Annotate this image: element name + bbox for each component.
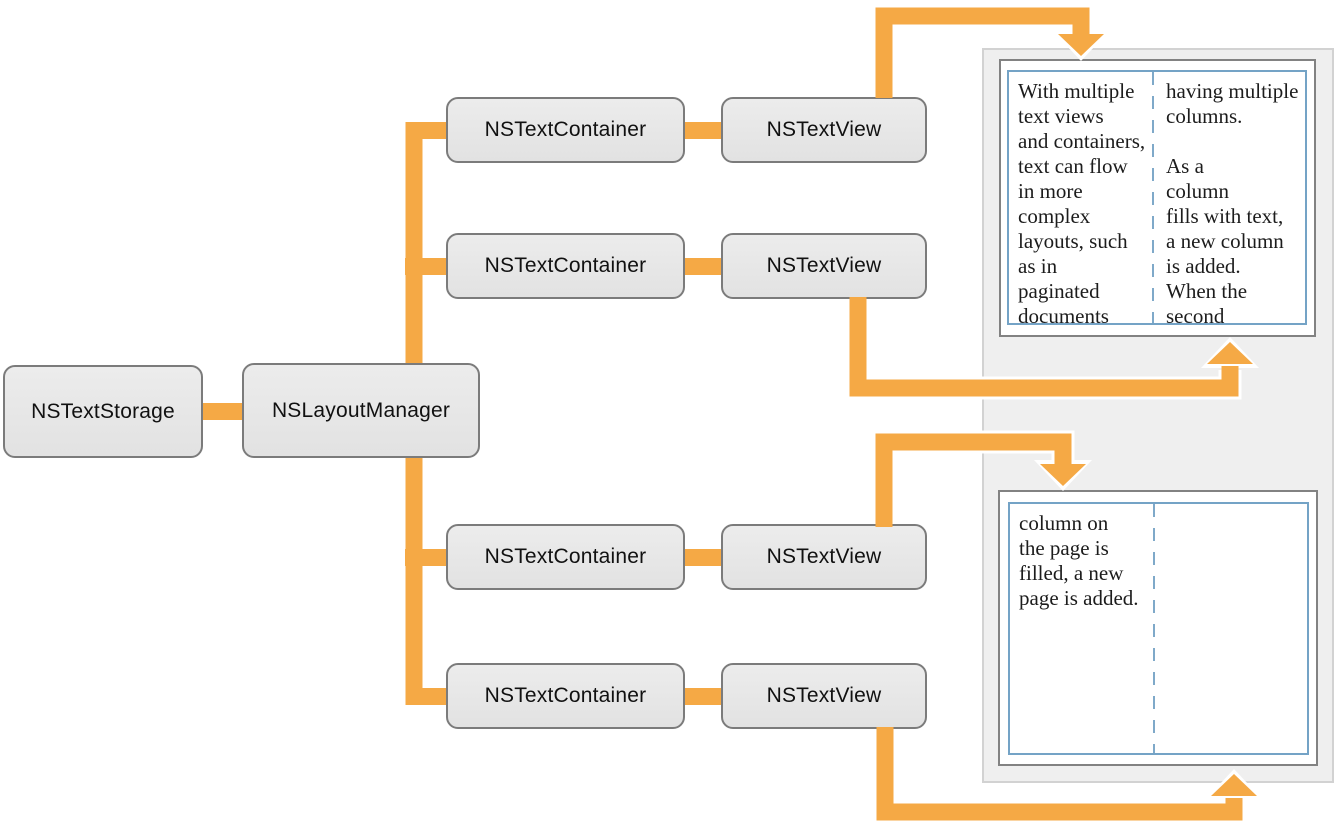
arrow-view1-to-page1-top [872, 4, 1110, 98]
node-nstextcontainer-1: NSTextContainer [446, 97, 685, 163]
node-label: NSTextView [766, 684, 882, 707]
page-1-text-area: With multiple text views and containers,… [1007, 70, 1307, 325]
page-2: column on the page is filled, a new page… [998, 490, 1318, 766]
node-label: NSLayoutManager [271, 398, 451, 422]
node-nstextcontainer-2: NSTextContainer [446, 233, 685, 299]
node-nstextview-4: NSTextView [721, 663, 927, 729]
arrow-view3-to-page2-top [872, 430, 1092, 527]
arrowhead-up-icon [1211, 774, 1257, 796]
node-label: NSTextContainer [484, 684, 647, 707]
node-label: NSTextContainer [484, 254, 647, 277]
page-2-left-column: column on the page is filled, a new page… [1019, 511, 1139, 610]
arrowhead-down-icon [1040, 464, 1086, 486]
page-1-right-column: having multiple columns. As a column fil… [1166, 79, 1299, 323]
page-1: With multiple text views and containers,… [999, 59, 1316, 337]
arrow-view2-to-page1-bottom [846, 297, 1259, 400]
node-label: NSTextView [766, 118, 882, 141]
node-nstextstorage: NSTextStorage [3, 365, 203, 458]
arrow-view4-to-page2-bottom [873, 727, 1263, 824]
node-nslayoutmanager: NSLayoutManager [242, 363, 480, 458]
node-nstextview-1: NSTextView [721, 97, 927, 163]
node-nstextview-3: NSTextView [721, 524, 927, 590]
column-divider-icon [1153, 504, 1155, 753]
node-label: NSTextContainer [484, 545, 647, 568]
arrowhead-up-icon [1207, 342, 1253, 364]
node-label: NSTextView [766, 254, 882, 277]
node-label: NSTextStorage [31, 399, 175, 423]
page-1-left-column: With multiple text views and containers,… [1018, 79, 1146, 323]
node-label: NSTextView [766, 545, 882, 568]
node-nstextcontainer-3: NSTextContainer [446, 524, 685, 590]
page-2-text-area: column on the page is filled, a new page… [1008, 502, 1309, 755]
node-nstextview-2: NSTextView [721, 233, 927, 299]
node-label: NSTextContainer [484, 118, 647, 141]
column-divider-icon [1152, 72, 1154, 323]
node-nstextcontainer-4: NSTextContainer [446, 663, 685, 729]
arrowhead-down-icon [1058, 34, 1104, 56]
